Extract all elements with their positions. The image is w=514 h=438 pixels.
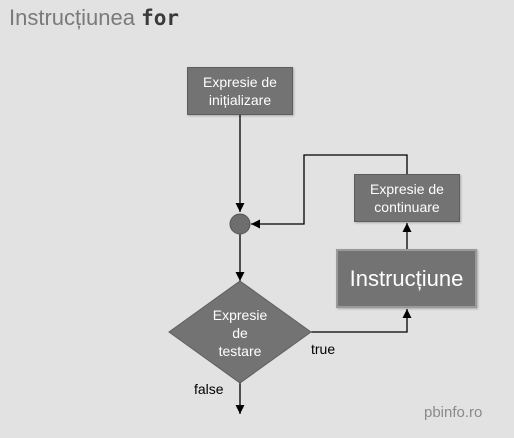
- cont-line-1: Expresie de: [370, 181, 444, 197]
- init-expression-box: Expresie de inițializare: [187, 67, 293, 115]
- junction-node: [229, 213, 251, 235]
- test-diamond: [168, 280, 312, 384]
- instruction-box: Instrucțiune: [336, 249, 477, 308]
- test-line-1: Expresie: [212, 307, 268, 323]
- title-keyword: for: [141, 6, 180, 30]
- instruction-label: Instrucțiune: [349, 265, 464, 291]
- title-text: Instrucțiunea: [9, 5, 135, 30]
- init-line-1: Expresie de: [203, 74, 277, 90]
- test-line-2: de: [232, 325, 248, 341]
- continuation-expression-box: Expresie de continuare: [354, 174, 460, 222]
- cont-line-2: continuare: [374, 199, 440, 215]
- test-line-3: testare: [218, 343, 262, 359]
- site-credit: pbinfo.ro: [424, 404, 483, 421]
- init-line-2: inițializare: [208, 92, 272, 108]
- edge-test-true: [311, 309, 412, 333]
- false-branch-label: false: [194, 381, 224, 397]
- edge-cont-to-junction: [251, 154, 408, 229]
- test-expression-label: Expresie de testare: [190, 306, 290, 360]
- page-title: Instrucțiunea for: [9, 5, 179, 31]
- true-branch-label: true: [311, 341, 336, 357]
